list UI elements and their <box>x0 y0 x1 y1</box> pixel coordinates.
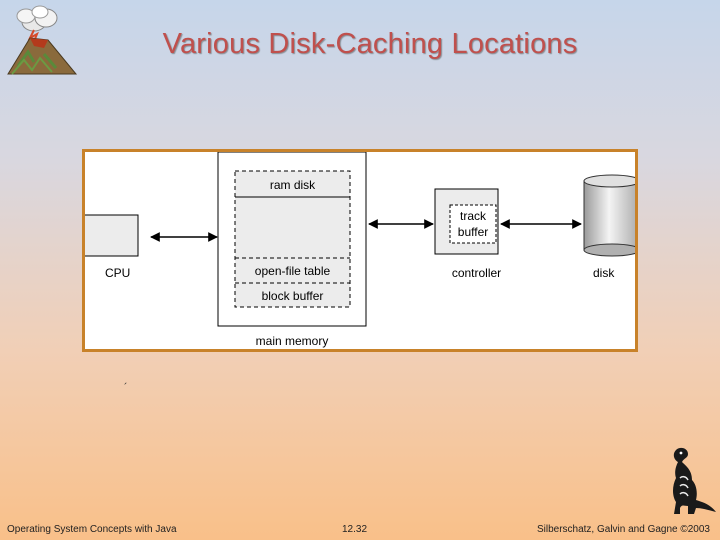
block-buffer-label: block buffer <box>261 289 324 303</box>
cpu-label: CPU <box>105 266 131 280</box>
controller-label: controller <box>451 266 502 280</box>
stray-mark: ´ <box>124 382 128 394</box>
slide-title: Various Disk-Caching Locations <box>162 28 578 60</box>
diagram-lines <box>85 152 635 327</box>
memory-dashed-region <box>234 170 351 308</box>
open-file-table-label: open-file table <box>254 264 331 278</box>
main-memory-label: main memory <box>255 334 329 348</box>
volcano-icon <box>7 5 78 75</box>
cpu-box <box>85 214 139 257</box>
ram-disk-label: ram disk <box>269 178 316 192</box>
footer-center: 12.32 <box>342 524 368 535</box>
disk-caching-diagram: ram disk open-file table block buffer ma… <box>82 149 638 352</box>
footer-right: Silberschatz, Galvin and Gagne ©2003 <box>536 524 710 535</box>
disk-cylinder <box>583 174 635 257</box>
footer-left: Operating System Concepts with Java <box>7 524 177 535</box>
track-buffer-box <box>449 204 497 244</box>
track-buffer-label-line1: track <box>459 209 486 223</box>
disk-label: disk <box>593 266 615 280</box>
track-buffer-label-line2: buffer <box>457 225 489 239</box>
dinosaur-icon <box>673 447 716 514</box>
